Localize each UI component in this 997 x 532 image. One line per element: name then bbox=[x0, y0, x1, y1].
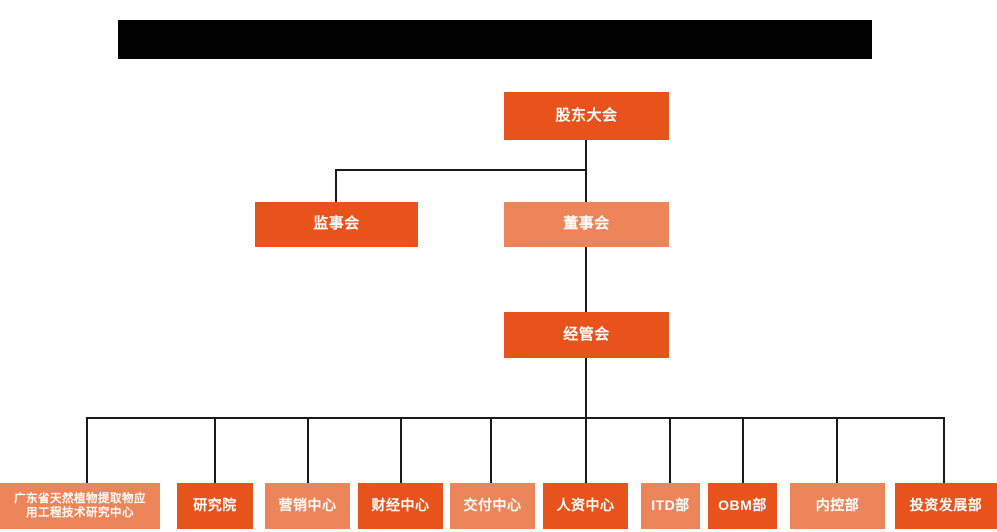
connector-shareholders-horizontal bbox=[335, 169, 587, 171]
node-supervisory[interactable]: 监事会 bbox=[255, 202, 418, 247]
node-label-finance: 财经中心 bbox=[371, 497, 430, 514]
connector-drop-delivery bbox=[490, 417, 492, 483]
node-label-management: 经管会 bbox=[563, 325, 610, 343]
node-label-obm: OBM部 bbox=[718, 497, 767, 514]
node-label-supervisory: 监事会 bbox=[313, 215, 360, 233]
connector-board-to-management bbox=[585, 242, 587, 312]
node-label-investment: 投资发展部 bbox=[909, 497, 983, 514]
node-label-hr: 人资中心 bbox=[556, 497, 615, 514]
node-label-delivery: 交付中心 bbox=[463, 497, 522, 514]
connector-drop-hr bbox=[585, 417, 587, 483]
connector-drop-institute bbox=[214, 417, 216, 483]
node-label-institute: 研究院 bbox=[193, 497, 237, 514]
node-hr[interactable]: 人资中心 bbox=[543, 483, 628, 529]
connector-management-down bbox=[585, 358, 587, 418]
connector-drop-finance bbox=[400, 417, 402, 483]
node-delivery[interactable]: 交付中心 bbox=[450, 483, 535, 529]
node-label-research-center: 广东省天然植物提取物应 用工程技术研究中心 bbox=[14, 492, 146, 519]
connector-drop-itd bbox=[669, 417, 671, 483]
node-internal-control[interactable]: 内控部 bbox=[790, 483, 885, 529]
node-obm[interactable]: OBM部 bbox=[708, 483, 777, 529]
node-label-marketing: 营销中心 bbox=[278, 497, 337, 514]
redacted-title-banner bbox=[118, 20, 872, 59]
connector-drop-investment bbox=[943, 417, 945, 483]
connector-board-down bbox=[585, 169, 587, 202]
connector-drop-internal-control bbox=[836, 417, 838, 483]
node-label-itd: ITD部 bbox=[651, 497, 690, 514]
node-label-board: 董事会 bbox=[563, 215, 610, 233]
node-itd[interactable]: ITD部 bbox=[641, 483, 700, 529]
node-institute[interactable]: 研究院 bbox=[177, 483, 253, 529]
node-management[interactable]: 经管会 bbox=[504, 312, 669, 358]
node-finance[interactable]: 财经中心 bbox=[358, 483, 443, 529]
node-shareholders[interactable]: 股东大会 bbox=[504, 92, 669, 140]
node-marketing[interactable]: 营销中心 bbox=[265, 483, 350, 529]
node-label-shareholders: 股东大会 bbox=[555, 106, 618, 124]
node-investment[interactable]: 投资发展部 bbox=[895, 483, 997, 529]
connector-supervisory-down bbox=[335, 169, 337, 202]
connector-drop-research-center bbox=[86, 417, 88, 483]
connector-shareholders-down bbox=[585, 140, 587, 170]
connector-bottom-bus bbox=[86, 417, 943, 419]
node-research-center[interactable]: 广东省天然植物提取物应 用工程技术研究中心 bbox=[0, 483, 160, 529]
connector-drop-marketing bbox=[307, 417, 309, 483]
connector-drop-obm bbox=[742, 417, 744, 483]
node-board[interactable]: 董事会 bbox=[504, 202, 669, 247]
node-label-internal-control: 内控部 bbox=[815, 497, 860, 514]
